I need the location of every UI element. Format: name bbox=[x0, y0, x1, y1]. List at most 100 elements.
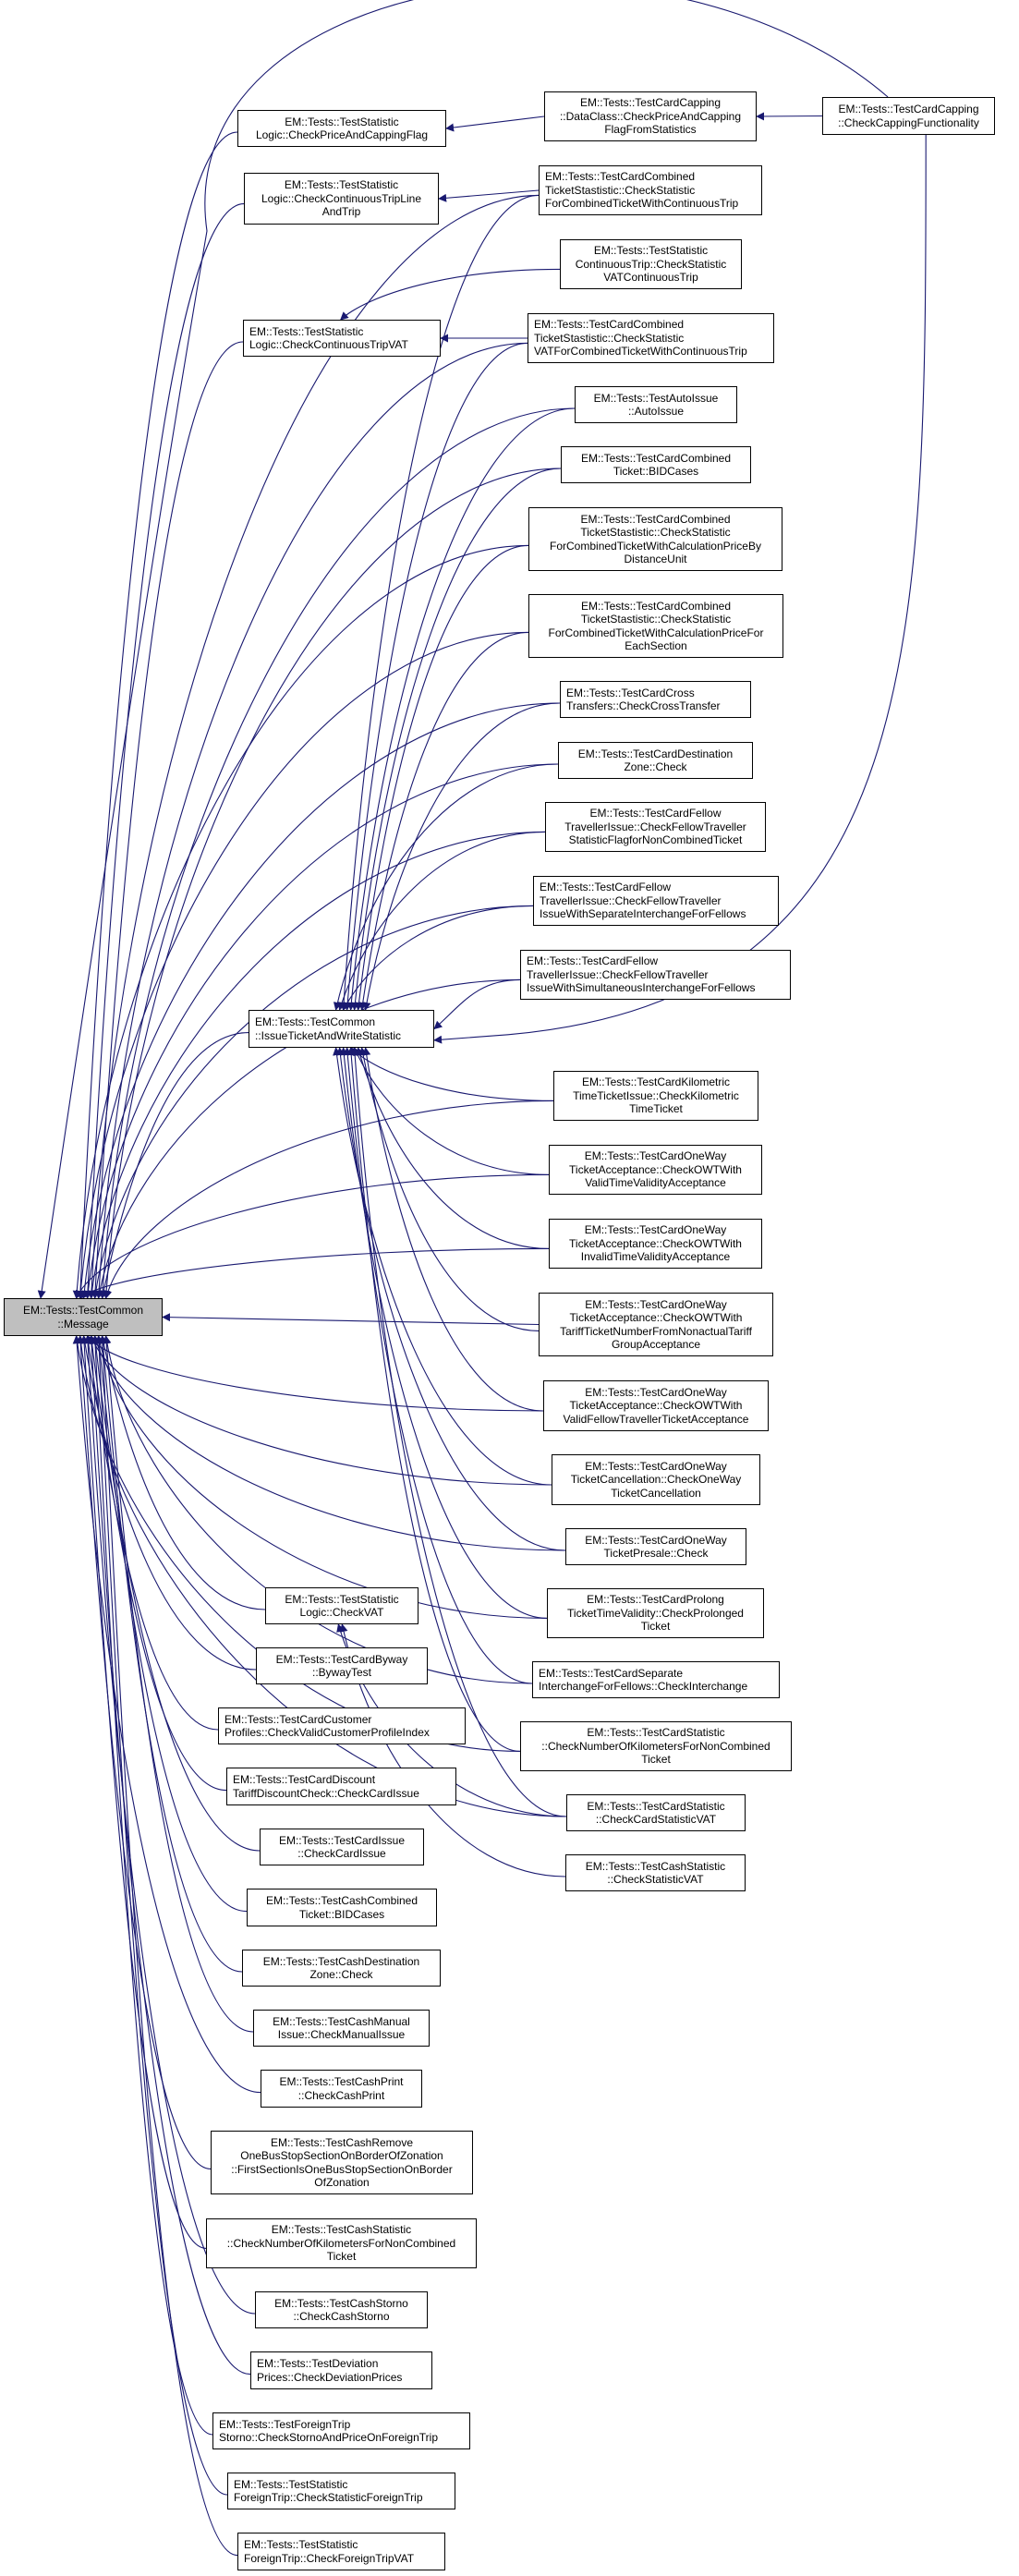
node-owt-tariff[interactable]: EM::Tests::TestCardOneWay TicketAcceptan… bbox=[539, 1293, 773, 1356]
edge-fellowSimultaneous-to-message bbox=[95, 978, 521, 1299]
node-cash-manual-issue[interactable]: EM::Tests::TestCashManual Issue::CheckMa… bbox=[253, 2010, 430, 2047]
edge-checkVAT-to-message bbox=[99, 1335, 266, 1610]
node-customer-profiles[interactable]: EM::Tests::TestCardCustomer Profiles::Ch… bbox=[218, 1707, 466, 1744]
node-label: EM::Tests::TestStatistic Logic::CheckCon… bbox=[261, 178, 421, 219]
edge-cashDestZone-to-message bbox=[98, 1335, 243, 1973]
edge-cardDestZone-to-message bbox=[83, 763, 559, 1299]
node-foreign-trip-vat[interactable]: EM::Tests::TestStatistic ForeignTrip::Ch… bbox=[237, 2533, 445, 2570]
node-separate-interchange[interactable]: EM::Tests::TestCardSeparate InterchangeF… bbox=[532, 1661, 780, 1698]
node-combined-continuous-trip[interactable]: EM::Tests::TestCardCombined TicketStasti… bbox=[539, 165, 762, 215]
node-label: EM::Tests::TestCardCombined TicketStasti… bbox=[550, 512, 761, 566]
edge-cashManualIssue-to-message bbox=[102, 1335, 254, 2033]
node-cash-remove-stop[interactable]: EM::Tests::TestCashRemove OneBusStopSect… bbox=[211, 2131, 473, 2194]
node-label: EM::Tests::TestCardFellow TravellerIssue… bbox=[564, 807, 746, 847]
node-label: EM::Tests::TestStatistic Logic::CheckCon… bbox=[249, 324, 408, 352]
node-auto-issue[interactable]: EM::Tests::TestAutoIssue ::AutoIssue bbox=[575, 386, 737, 423]
node-cash-combined-bid[interactable]: EM::Tests::TestCashCombined Ticket::BIDC… bbox=[247, 1889, 437, 1926]
edge-autoIssue-to-message bbox=[98, 407, 576, 1299]
node-card-combined-bid[interactable]: EM::Tests::TestCardCombined Ticket::BIDC… bbox=[561, 446, 751, 483]
edge-combinedEachSection-to-issueTicketAndWriteStatistic bbox=[358, 631, 529, 1011]
node-label: EM::Tests::TestCardOneWay TicketAcceptan… bbox=[569, 1223, 742, 1264]
node-label: EM::Tests::TestCommon ::IssueTicketAndWr… bbox=[255, 1015, 402, 1042]
node-foreign-trip-storno[interactable]: EM::Tests::TestForeignTrip Storno::Check… bbox=[212, 2412, 470, 2449]
node-label: EM::Tests::TestCashStatistic ::CheckNumb… bbox=[226, 2223, 456, 2264]
node-owt-valid-fellow[interactable]: EM::Tests::TestCardOneWay TicketAcceptan… bbox=[543, 1380, 769, 1431]
node-kilometric-time-ticket[interactable]: EM::Tests::TestCardKilometric TimeTicket… bbox=[553, 1071, 758, 1121]
node-deviation-prices[interactable]: EM::Tests::TestDeviation Prices::CheckDe… bbox=[250, 2351, 432, 2389]
node-cash-print[interactable]: EM::Tests::TestCashPrint ::CheckCashPrin… bbox=[261, 2070, 422, 2108]
edge-fellowSimultaneous-to-issueTicketAndWriteStatistic bbox=[433, 978, 521, 1030]
node-issue-ticket-and-write-statistic[interactable]: EM::Tests::TestCommon ::IssueTicketAndWr… bbox=[249, 1010, 434, 1048]
node-fellow-simultaneous[interactable]: EM::Tests::TestCardFellow TravellerIssue… bbox=[520, 950, 791, 1000]
node-prolonged-ticket[interactable]: EM::Tests::TestCardProlong TicketTimeVal… bbox=[547, 1588, 764, 1638]
node-owt-cancellation[interactable]: EM::Tests::TestCardOneWay TicketCancella… bbox=[552, 1454, 760, 1505]
edge-checkCappingFunctionality-to-issueTicketAndWriteStatistic bbox=[433, 134, 927, 1044]
edge-cardKmNonCombined-to-issueTicketAndWriteStatistic bbox=[346, 1047, 521, 1752]
edge-owtValidFellow-to-issueTicketAndWriteStatistic bbox=[362, 1047, 544, 1412]
edge-cashStorno-to-message bbox=[83, 1335, 256, 2315]
node-owt-invalid-time[interactable]: EM::Tests::TestCardOneWay TicketAcceptan… bbox=[549, 1219, 762, 1269]
node-cash-statistic-vat[interactable]: EM::Tests::TestCashStatistic ::CheckStat… bbox=[565, 1854, 746, 1891]
node-label: EM::Tests::TestCashStatistic ::CheckStat… bbox=[585, 1859, 726, 1887]
node-stat-vat-continuous-trip[interactable]: EM::Tests::TestStatistic ContinuousTrip:… bbox=[560, 239, 742, 289]
edge-vatCombinedContinuousTrip-to-message bbox=[94, 342, 528, 1299]
edge-combinedDistanceUnit-to-issueTicketAndWriteStatistic bbox=[355, 544, 529, 1011]
edge-owtValidTime-to-issueTicketAndWriteStatistic bbox=[353, 1047, 550, 1175]
edge-prolonged-to-message bbox=[95, 1335, 548, 1619]
node-check-capping-functionality[interactable]: EM::Tests::TestCardCapping ::CheckCappin… bbox=[822, 97, 995, 135]
edge-owtInvalidTime-to-message bbox=[79, 1247, 550, 1299]
node-card-destination-zone[interactable]: EM::Tests::TestCardDestination Zone::Che… bbox=[558, 742, 753, 779]
node-owt-valid-time[interactable]: EM::Tests::TestCardOneWay TicketAcceptan… bbox=[549, 1145, 762, 1195]
node-check-price-and-capping-flag[interactable]: EM::Tests::TestStatistic Logic::CheckPri… bbox=[237, 110, 446, 147]
edge-separateInterchange-to-issueTicketAndWriteStatistic bbox=[343, 1047, 533, 1684]
node-card-issue[interactable]: EM::Tests::TestCardIssue ::CheckCardIssu… bbox=[260, 1829, 424, 1865]
node-cash-km-non-combined[interactable]: EM::Tests::TestCashStatistic ::CheckNumb… bbox=[206, 2218, 477, 2268]
edge-statVATContinuousTrip-to-checkContinuousTripVAT bbox=[340, 268, 561, 321]
node-check-continuous-trip-line[interactable]: EM::Tests::TestStatistic Logic::CheckCon… bbox=[244, 173, 439, 225]
node-label: EM::Tests::TestForeignTrip Storno::Check… bbox=[219, 2417, 438, 2445]
node-combined-distance-unit[interactable]: EM::Tests::TestCardCombined TicketStasti… bbox=[528, 507, 782, 571]
node-combined-each-section[interactable]: EM::Tests::TestCardCombined TicketStasti… bbox=[528, 594, 783, 658]
node-label: EM::Tests::TestStatistic ContinuousTrip:… bbox=[575, 244, 727, 285]
node-label: EM::Tests::TestCardDiscount TariffDiscou… bbox=[233, 1773, 419, 1800]
node-check-vat[interactable]: EM::Tests::TestStatistic Logic::CheckVAT bbox=[265, 1587, 419, 1624]
edge-deviationPrices-to-message bbox=[87, 1335, 251, 2376]
node-card-statistic-vat[interactable]: EM::Tests::TestCardStatistic ::CheckCard… bbox=[566, 1794, 746, 1831]
node-fellow-stat-flag[interactable]: EM::Tests::TestCardFellow TravellerIssue… bbox=[545, 802, 766, 852]
node-card-km-non-combined[interactable]: EM::Tests::TestCardStatistic ::CheckNumb… bbox=[520, 1721, 792, 1771]
node-fellow-separate[interactable]: EM::Tests::TestCardFellow TravellerIssue… bbox=[533, 876, 779, 926]
node-cash-storno[interactable]: EM::Tests::TestCashStorno ::CheckCashSto… bbox=[255, 2291, 428, 2328]
node-label: EM::Tests::TestCashDestination Zone::Che… bbox=[262, 1954, 420, 1982]
edge-checkContinuousTripVAT-to-message bbox=[91, 341, 244, 1299]
edge-checkCappingFunctionality-to-message bbox=[37, 0, 889, 1299]
edge-cardStatVAT-to-issueTicketAndWriteStatistic bbox=[350, 1047, 567, 1817]
node-message[interactable]: EM::Tests::TestCommon ::Message bbox=[4, 1298, 163, 1336]
edge-foreignTripVAT-to-message bbox=[98, 1335, 238, 2557]
edge-fellowStatFlag-to-issueTicketAndWriteStatistic bbox=[337, 831, 546, 1011]
edge-checkPriceAndCappingFlag-to-message bbox=[76, 131, 238, 1299]
edge-owtTariff-to-message bbox=[162, 1313, 540, 1326]
node-label: EM::Tests::TestCardProlong TicketTimeVal… bbox=[567, 1593, 744, 1634]
edge-fellowStatFlag-to-message bbox=[88, 831, 546, 1299]
node-byway[interactable]: EM::Tests::TestCardByway ::BywayTest bbox=[256, 1647, 428, 1684]
edge-cardCombinedBID-to-message bbox=[102, 468, 562, 1299]
node-dataclass-check-price[interactable]: EM::Tests::TestCardCapping ::DataClass::… bbox=[544, 91, 757, 141]
node-label: EM::Tests::TestCardCapping ::CheckCappin… bbox=[838, 103, 979, 129]
edge-cashPrint-to-message bbox=[72, 1335, 261, 2094]
edge-crossTransfer-to-issueTicketAndWriteStatistic bbox=[362, 702, 561, 1011]
node-label: EM::Tests::TestCardStatistic ::CheckNumb… bbox=[541, 1726, 770, 1767]
node-label: EM::Tests::TestAutoIssue ::AutoIssue bbox=[593, 391, 719, 419]
node-label: EM::Tests::TestCardCombined TicketStasti… bbox=[548, 599, 764, 653]
node-cross-transfer[interactable]: EM::Tests::TestCardCross Transfers::Chec… bbox=[560, 681, 751, 718]
edge-crossTransfer-to-message bbox=[79, 702, 561, 1299]
node-discount-check[interactable]: EM::Tests::TestCardDiscount TariffDiscou… bbox=[226, 1768, 456, 1805]
node-vat-combined-continuous-trip[interactable]: EM::Tests::TestCardCombined TicketStasti… bbox=[528, 313, 774, 363]
edge-kilometricTime-to-issueTicketAndWriteStatistic bbox=[349, 1047, 554, 1101]
node-stat-foreign-trip[interactable]: EM::Tests::TestStatistic ForeignTrip::Ch… bbox=[227, 2473, 455, 2509]
node-label: EM::Tests::TestCardCombined TicketStasti… bbox=[545, 170, 739, 211]
edge-prolonged-to-issueTicketAndWriteStatistic bbox=[339, 1047, 548, 1619]
node-owt-presale[interactable]: EM::Tests::TestCardOneWay TicketPresale:… bbox=[565, 1528, 746, 1565]
node-check-continuous-trip-vat[interactable]: EM::Tests::TestStatistic Logic::CheckCon… bbox=[243, 320, 441, 357]
node-cash-destination-zone[interactable]: EM::Tests::TestCashDestination Zone::Che… bbox=[242, 1950, 441, 1987]
